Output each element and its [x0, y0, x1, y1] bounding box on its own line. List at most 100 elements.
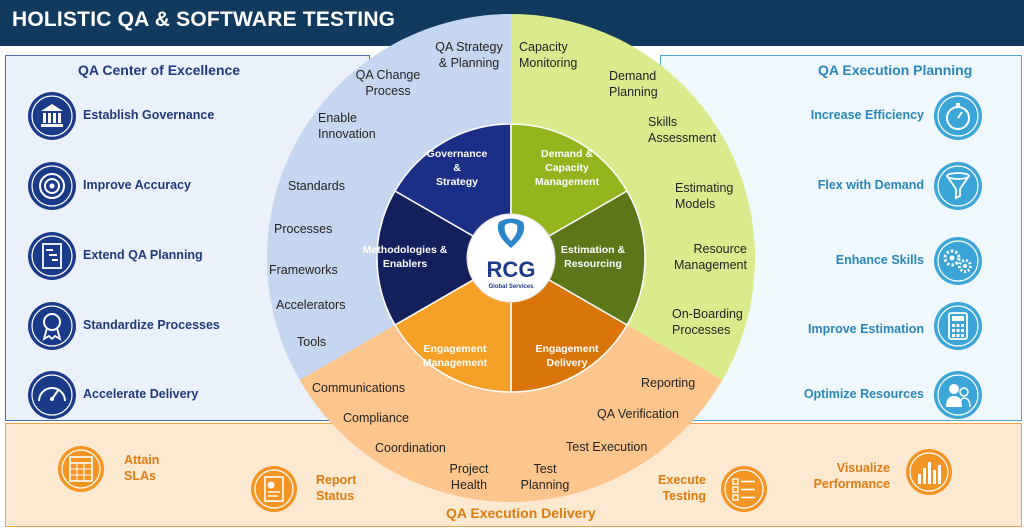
- calculator-icon: [933, 301, 983, 351]
- institution-icon: [27, 91, 77, 141]
- execute-testing-label: Execute Testing: [658, 472, 706, 504]
- rcg-logo-subtext: Global Services: [488, 284, 534, 290]
- segment-label-line: Strategy: [435, 176, 479, 188]
- outer-label-qa-change: QA Change Process: [356, 67, 421, 99]
- outer-label-standards: Standards: [288, 179, 345, 193]
- award-ribbon-icon: [27, 301, 77, 351]
- outer-label-line: Innovation: [318, 127, 376, 141]
- improve-estimation-label: Improve Estimation: [808, 322, 924, 336]
- inner-segment-estimation-resourcing: [509, 189, 646, 327]
- execute-testing-line1: Execute: [658, 473, 706, 487]
- outer-label-line: Enable: [318, 111, 357, 125]
- segment-governance-strategy-label: Governance & Strategy: [427, 147, 488, 189]
- gears-icon: [933, 236, 983, 286]
- rcg-logo-text: RCG: [487, 257, 536, 282]
- outer-label-line: Health: [450, 478, 488, 492]
- outer-label-line: Demand: [609, 69, 657, 83]
- outer-label-line: Capacity: [519, 40, 568, 54]
- extend-qa-planning-label: Extend QA Planning: [83, 248, 203, 262]
- outer-label-line: On-Boarding: [672, 307, 743, 321]
- segment-label-line: &: [453, 162, 461, 174]
- holistic-qa-wheel: RCG Global Services: [266, 12, 756, 512]
- target-icon: [27, 161, 77, 211]
- bottom-panel-title: QA Execution Delivery: [446, 505, 596, 521]
- attain-slas-label: Attain SLAs: [124, 452, 159, 484]
- outer-label-line: Models: [675, 197, 716, 211]
- outer-label-reporting: Reporting: [641, 376, 696, 390]
- outer-label-qa-verification: QA Verification: [597, 407, 679, 421]
- segment-label-line: Engagement: [535, 343, 599, 355]
- attain-slas-line1: Attain: [124, 453, 160, 467]
- segment-demand-capacity-label: Demand & Capacity Management: [535, 147, 599, 189]
- checklist-icon: [720, 465, 768, 513]
- segment-engagement-delivery-label: Engagement Delivery: [535, 342, 598, 370]
- page-title: HOLISTIC QA & SOFTWARE TESTING: [12, 8, 396, 31]
- outer-label-test-execution: Test Execution: [566, 440, 648, 454]
- outer-label-line: Resource: [693, 242, 747, 256]
- outer-label-line: Skills: [648, 115, 678, 129]
- inner-segment-methodologies-enablers: [376, 189, 513, 327]
- establish-governance-label: Establish Governance: [83, 108, 215, 122]
- outer-label-capacity-monitoring: Capacity Monitoring: [519, 39, 577, 71]
- segment-label-line: Governance: [426, 148, 488, 160]
- improve-accuracy-label: Improve Accuracy: [83, 178, 191, 192]
- outer-label-demand-planning: Demand Planning: [609, 68, 658, 100]
- segment-label-line: Engagement: [423, 343, 487, 355]
- left-panel-title: QA Center of Excellence: [78, 62, 241, 78]
- outer-label-communications: Communications: [312, 381, 406, 395]
- visualize-performance-line2: Performance: [813, 477, 890, 491]
- gantt-document-icon: [27, 231, 77, 281]
- right-panel-title: QA Execution Planning: [818, 62, 973, 78]
- segment-label-line: Enablers: [382, 258, 428, 270]
- enhance-skills-label: Enhance Skills: [835, 253, 924, 267]
- execute-testing-line2: Testing: [662, 489, 706, 503]
- outer-label-frameworks: Frameworks: [269, 263, 338, 277]
- segment-label-line: Management: [534, 176, 600, 188]
- accelerate-delivery-label: Accelerate Delivery: [83, 387, 199, 401]
- segment-methodologies-enablers-label: Methodologies & Enablers: [363, 243, 448, 271]
- outer-label-line: Estimating: [675, 181, 734, 195]
- flex-with-demand-label: Flex with Demand: [817, 178, 924, 192]
- segment-label-line: Demand &: [541, 148, 593, 160]
- outer-label-line: Test: [533, 462, 557, 476]
- increase-efficiency-label: Increase Efficiency: [810, 108, 924, 122]
- outer-label-resource-management: Resource Management: [674, 241, 747, 273]
- rcg-logo-mark-inner-icon: [504, 223, 518, 241]
- visualize-performance-label: Visualize Performance: [814, 460, 890, 492]
- outer-label-line: Process: [365, 84, 411, 98]
- rcg-logo-circle: [466, 213, 556, 303]
- outer-label-line: Management: [674, 258, 747, 272]
- segment-label-line: Management: [422, 357, 488, 369]
- report-icon: [250, 465, 298, 513]
- outer-label-line: Planning: [609, 85, 658, 99]
- outer-label-line: Monitoring: [519, 56, 578, 70]
- report-status-label: Report Status: [316, 472, 356, 504]
- outer-label-line: QA Strategy: [435, 40, 503, 54]
- outer-label-onboarding-processes: On-Boarding Processes: [672, 306, 743, 338]
- outer-label-line: QA Change: [355, 68, 421, 82]
- outer-label-enable-innovation: Enable Innovation: [318, 110, 376, 142]
- segment-engagement-management-label: Engagement Management: [423, 342, 487, 370]
- outer-label-tools: Tools: [297, 335, 327, 349]
- segment-label-line: Methodologies &: [362, 244, 448, 256]
- outer-label-line: Assessment: [648, 131, 717, 145]
- attain-slas-line2: SLAs: [124, 469, 156, 483]
- outer-label-line: Processes: [672, 323, 731, 337]
- segment-estimation-resourcing-label: Estimation & Resourcing: [561, 243, 625, 271]
- segment-label-line: Resourcing: [564, 258, 622, 270]
- outer-label-qa-strategy: QA Strategy & Planning: [435, 39, 502, 71]
- standardize-processes-label: Standardize Processes: [83, 318, 220, 332]
- optimize-resources-label: Optimize Resources: [803, 387, 924, 401]
- segment-label-line: Capacity: [545, 162, 589, 174]
- outer-label-compliance: Compliance: [343, 411, 410, 425]
- outer-label-line: & Planning: [438, 56, 500, 70]
- segment-label-line: Delivery: [546, 357, 588, 369]
- bar-chart-icon: [905, 448, 953, 496]
- report-status-line2: Status: [316, 489, 355, 503]
- speedometer-icon: [27, 370, 77, 420]
- outer-label-project-health: Project Health: [450, 461, 489, 493]
- outer-label-estimating-models: Estimating Models: [675, 180, 733, 212]
- outer-label-test-planning: Test Planning: [521, 461, 570, 493]
- outer-label-line: Planning: [520, 478, 570, 492]
- visualize-performance-line1: Visualize: [836, 461, 890, 475]
